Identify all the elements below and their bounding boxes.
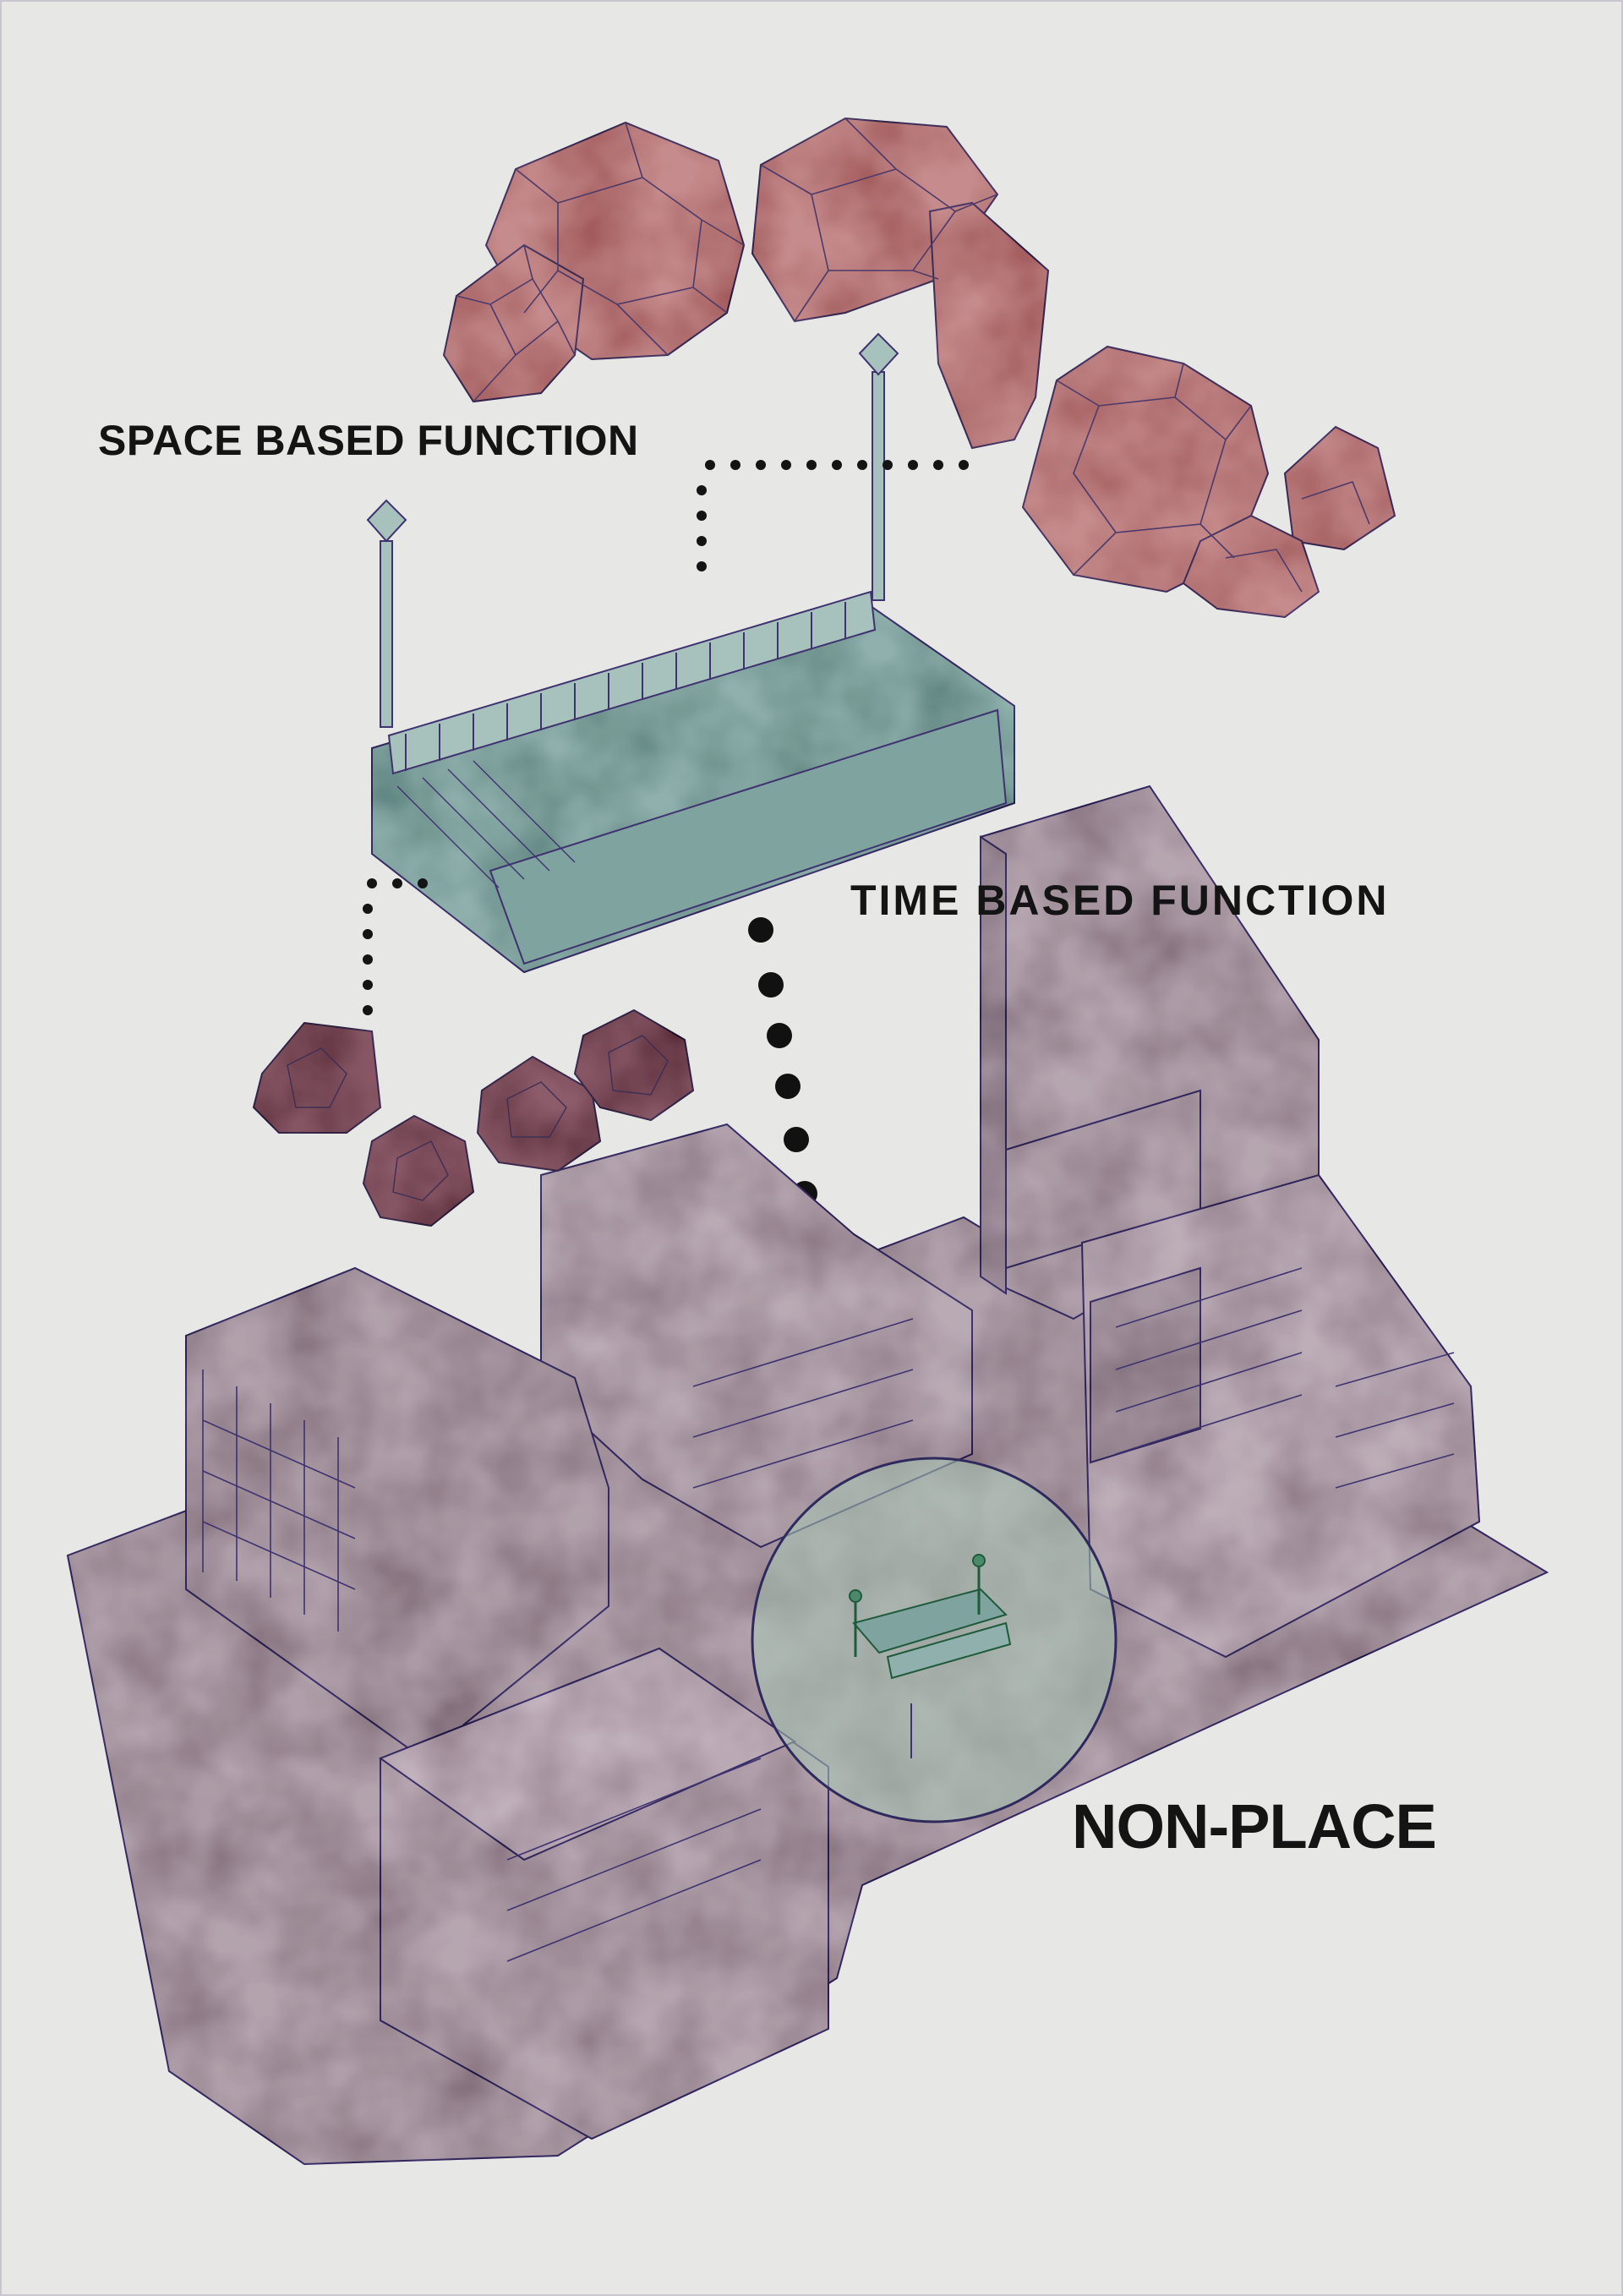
top-rock-facets — [456, 118, 1370, 593]
space-based-function-label: SPACE BASED FUNCTION — [98, 417, 639, 464]
time-based-function-label: TIME BASED FUNCTION — [850, 877, 1390, 924]
lower-rock-facets — [287, 1035, 669, 1201]
top-rock-cluster — [442, 117, 1396, 619]
lamp-left — [366, 499, 407, 728]
focus-circle — [751, 1457, 1118, 1823]
city-block — [66, 784, 1549, 2166]
stair-entrance — [366, 332, 1015, 974]
lower-rock-cluster — [252, 1009, 695, 1227]
building-details — [202, 1267, 1455, 1962]
space-connector-dots — [363, 460, 969, 1041]
lamp-right — [858, 332, 899, 601]
non-place-label: NON-PLACE — [1072, 1791, 1437, 1861]
